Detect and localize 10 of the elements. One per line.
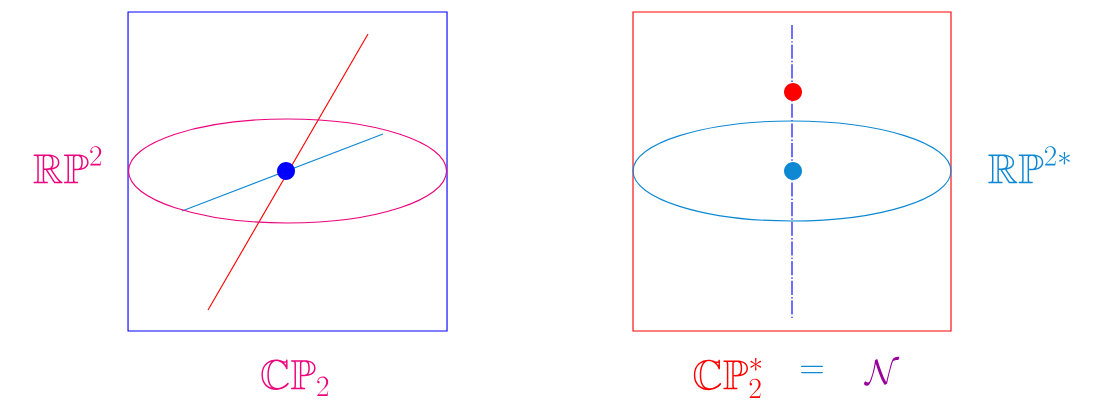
math-label: $\mathbb{CP}_2$ xyxy=(261,359,329,396)
math-label: $=$ xyxy=(801,365,823,374)
math-label: $\mathbb{RP}^2$ xyxy=(33,146,102,184)
ellipse xyxy=(127,118,448,224)
frame-box xyxy=(127,11,448,332)
math-label: $\mathcal{N}$ xyxy=(864,356,900,386)
math-label: $\mathbb{CP}_2^*$ xyxy=(693,358,762,398)
math-label: $\mathbb{RP}^{2*}$ xyxy=(988,146,1070,184)
frame-box xyxy=(632,11,952,332)
ellipse xyxy=(632,120,952,222)
